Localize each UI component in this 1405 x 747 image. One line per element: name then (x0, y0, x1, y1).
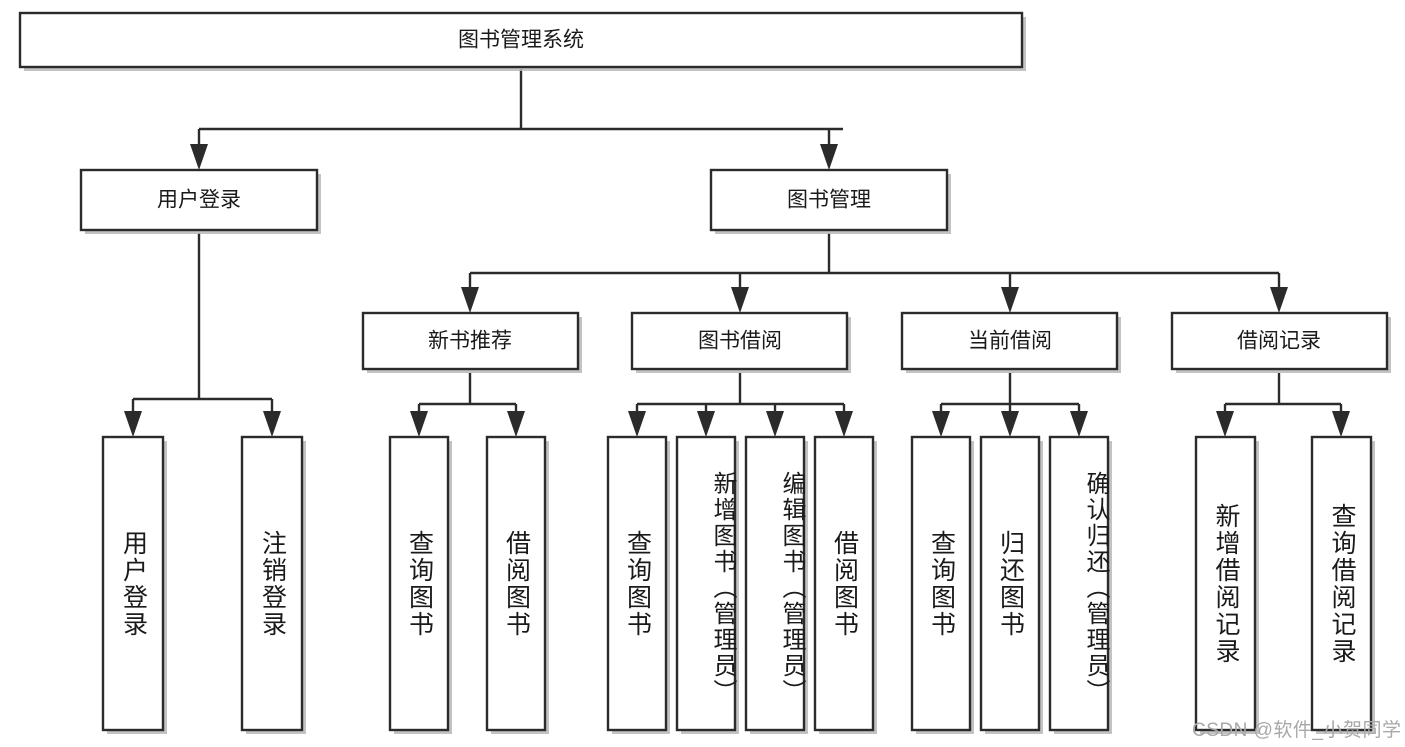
node-borrow-record-label: 借阅记录 (1237, 330, 1321, 353)
connector-bookborrow-to-leaves (628, 373, 853, 437)
arrow-head-icon (507, 411, 525, 437)
node-leaf-return-book[interactable] (979, 435, 1043, 734)
arrow-head-icon (1001, 287, 1019, 313)
arrow-head-icon (190, 144, 208, 170)
node-root-label: 图书管理系统 (458, 29, 584, 52)
node-user-login[interactable]: 用户登录 (79, 168, 321, 234)
node-new-book-recommend-label: 新书推荐 (428, 330, 512, 353)
node-new-book-recommend[interactable]: 新书推荐 (361, 311, 582, 373)
node-leaf-add-record[interactable] (1194, 435, 1259, 734)
arrow-head-icon (1070, 411, 1088, 437)
arrow-head-icon (1270, 287, 1288, 313)
arrow-head-icon (766, 411, 784, 437)
arrow-head-icon (932, 411, 950, 437)
node-leaf-add-book[interactable] (675, 435, 739, 734)
arrow-head-icon (1001, 411, 1019, 437)
node-book-borrow-label: 图书借阅 (698, 330, 782, 353)
node-current-borrow-label: 当前借阅 (968, 330, 1052, 353)
connector-root-to-level2 (190, 69, 843, 170)
arrow-head-icon (731, 287, 749, 313)
node-leaf-logout-login[interactable] (240, 435, 306, 734)
node-book-manage[interactable]: 图书管理 (709, 168, 951, 234)
node-leaf-query-book-3[interactable] (910, 435, 974, 734)
node-book-manage-label: 图书管理 (787, 189, 871, 212)
arrow-head-icon (461, 287, 479, 313)
node-leaf-edit-book[interactable] (744, 435, 808, 734)
node-leaf-query-book-2[interactable] (606, 435, 670, 734)
arrow-head-icon (263, 411, 281, 437)
node-leaf-query-record[interactable] (1310, 435, 1375, 734)
node-book-borrow[interactable]: 图书借阅 (630, 311, 851, 373)
node-leaf-confirm-return[interactable] (1048, 435, 1112, 734)
node-leaf-borrow-book-1[interactable] (485, 435, 549, 734)
node-current-borrow[interactable]: 当前借阅 (900, 311, 1121, 373)
arrow-head-icon (628, 411, 646, 437)
arrow-head-icon (124, 411, 142, 437)
node-borrow-record[interactable]: 借阅记录 (1170, 311, 1391, 373)
arrow-head-icon (835, 411, 853, 437)
node-root[interactable]: 图书管理系统 (18, 11, 1026, 71)
watermark-text: CSDN @软件_小贺同学 (1192, 720, 1402, 741)
connector-bookmanage-to-level3 (461, 233, 1288, 313)
node-leaf-query-book-1[interactable] (388, 435, 452, 734)
arrow-head-icon (697, 411, 715, 437)
node-leaf-borrow-book-2[interactable] (813, 435, 877, 734)
arrow-head-icon (1216, 411, 1234, 437)
node-user-login-label: 用户登录 (157, 189, 241, 212)
arrow-head-icon (1332, 411, 1350, 437)
arrow-head-icon (820, 144, 838, 170)
connector-currentborrow-to-leaves (932, 373, 1088, 437)
connector-newbook-to-leaves (410, 373, 525, 437)
arrow-head-icon (410, 411, 428, 437)
connector-borrowrecord-to-leaves (1216, 373, 1350, 437)
connector-userlogin-to-leaves (124, 233, 281, 437)
node-leaf-user-login[interactable] (101, 435, 167, 734)
